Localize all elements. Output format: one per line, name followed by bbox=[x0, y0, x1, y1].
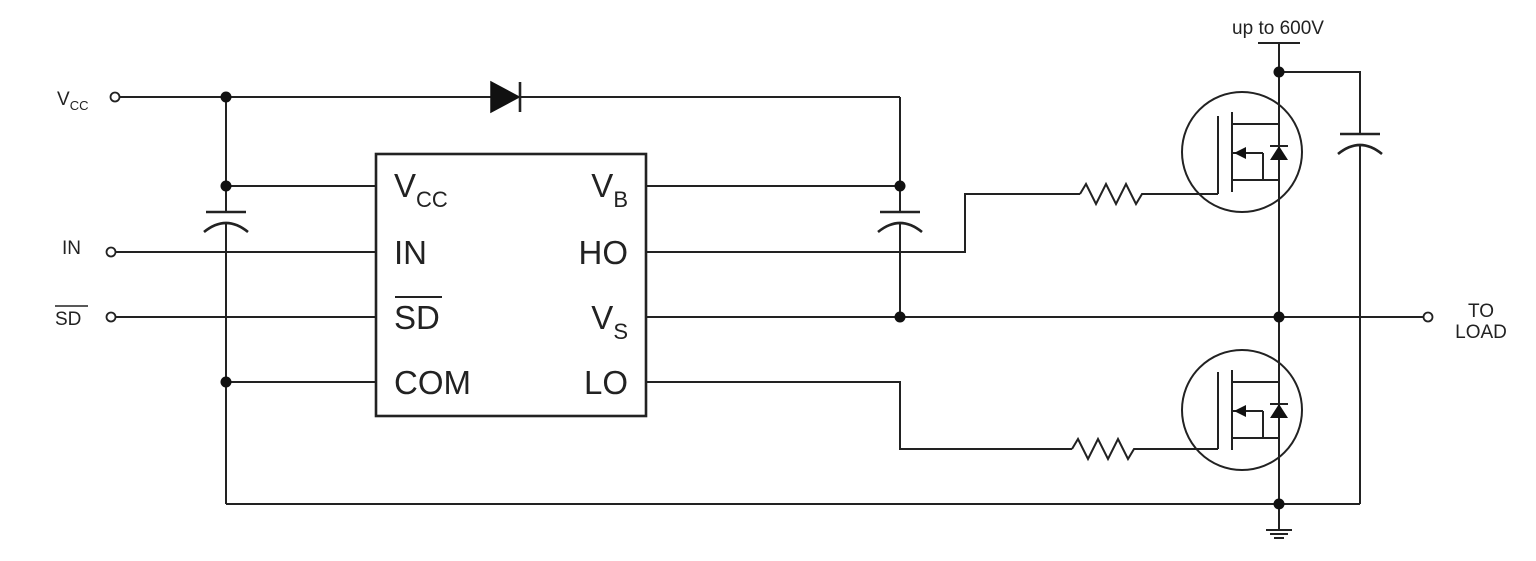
terminals bbox=[105, 91, 1434, 323]
high-side-gate-resistor bbox=[1079, 181, 1146, 207]
junction-dot bbox=[1273, 66, 1285, 78]
low-side-mosfet bbox=[1181, 349, 1303, 471]
junction-dot bbox=[1273, 311, 1285, 323]
junction-dots bbox=[220, 66, 1285, 510]
junction-dot bbox=[220, 91, 232, 103]
in-terminal bbox=[105, 246, 117, 258]
ic-pin-lo: LO bbox=[584, 364, 628, 401]
bootstrap-capacitor bbox=[877, 210, 923, 234]
high-side-mosfet bbox=[1181, 91, 1303, 213]
load-label-line2: LOAD bbox=[1455, 322, 1507, 343]
junction-dot bbox=[220, 376, 232, 388]
supply-voltage-label: up to 600V bbox=[1232, 18, 1324, 39]
ic-pin-vs: VS bbox=[591, 299, 628, 344]
vcc-input-label: VCC bbox=[57, 89, 88, 113]
bus-capacitor bbox=[1337, 132, 1383, 156]
bootstrap-diode bbox=[490, 80, 522, 114]
ho-gate-wire bbox=[646, 193, 1080, 253]
load-terminal bbox=[1422, 311, 1434, 323]
hv-cap-wire-top bbox=[1279, 71, 1361, 134]
load-label-line1: TO bbox=[1468, 301, 1494, 322]
junction-dot bbox=[894, 180, 906, 192]
wires bbox=[116, 42, 1423, 530]
ic-pin-vb: VB bbox=[591, 167, 628, 212]
in-input-label: IN bbox=[62, 238, 81, 259]
gate-driver-ic: VCC IN SD COM VB HO VS LO bbox=[374, 152, 648, 418]
vcc-decoupling-capacitor bbox=[203, 210, 249, 234]
ic-pin-ho: HO bbox=[579, 234, 629, 271]
ground-symbol bbox=[1266, 529, 1292, 539]
ic-pin-sd: SD bbox=[394, 299, 440, 336]
junction-dot bbox=[894, 311, 906, 323]
low-side-gate-resistor bbox=[1071, 436, 1138, 462]
sd-input-label: SD bbox=[55, 309, 81, 330]
junction-dot bbox=[1273, 498, 1285, 510]
ic-body bbox=[374, 152, 648, 418]
lo-gate-wire bbox=[646, 381, 1072, 450]
ic-pin-com: COM bbox=[394, 364, 471, 401]
sd-terminal bbox=[105, 311, 117, 323]
junction-dot bbox=[220, 180, 232, 192]
vcc-terminal bbox=[109, 91, 121, 103]
ic-pin-vcc: VCC bbox=[394, 167, 448, 212]
ic-pin-in: IN bbox=[394, 234, 427, 271]
